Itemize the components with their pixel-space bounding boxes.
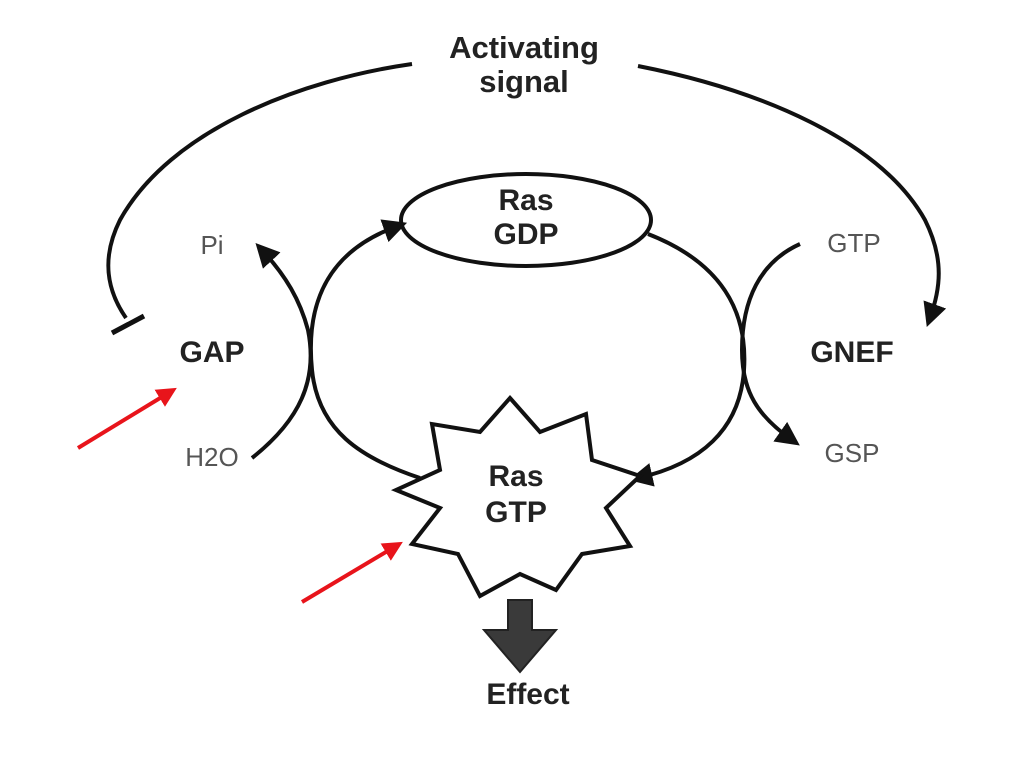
gnef-label: GNEF <box>810 336 893 369</box>
ras-gdp-label: Ras <box>498 184 553 217</box>
highlight-arrow-gap <box>76 387 177 450</box>
h2o-to-pi-arc <box>250 242 313 460</box>
gdp-to-gtp-cycle-arc <box>628 232 747 487</box>
gsp-label: GSP <box>825 438 880 468</box>
gap-label: GAP <box>179 336 244 369</box>
ras-gdp-label-line2: GDP <box>493 218 558 251</box>
gtp-to-gsp-arc <box>739 242 801 446</box>
activating-signal-label-line2: signal <box>479 64 569 99</box>
inhibition-bar <box>110 313 146 336</box>
effect-label: Effect <box>486 678 569 711</box>
ras-gtp-label: Ras <box>488 460 543 493</box>
signal-to-gap-inhibit-arc <box>106 62 413 320</box>
pi-label: Pi <box>200 230 223 260</box>
ras-gtp-label-line2: GTP <box>485 496 547 529</box>
gtp-to-gdp-cycle-arc <box>308 219 421 480</box>
effect-arrow <box>481 599 559 674</box>
signal-to-gnef-arrow-arc <box>637 64 947 328</box>
activating-signal-label: Activating <box>449 30 599 65</box>
gtp-label: GTP <box>827 228 880 258</box>
h2o-label: H2O <box>185 442 238 472</box>
highlight-arrow-ras-gtp <box>300 541 403 604</box>
ras-gtp-node <box>390 394 644 599</box>
